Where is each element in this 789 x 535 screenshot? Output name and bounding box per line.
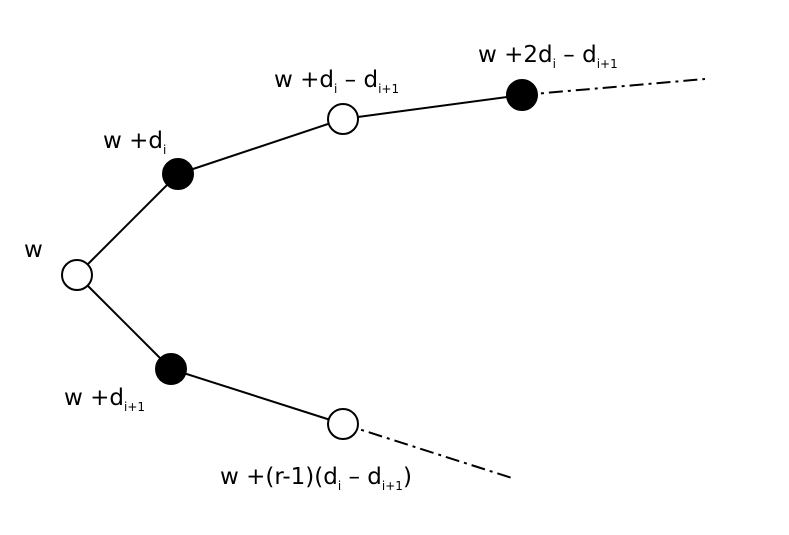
edge-bottom2-continuation <box>342 423 516 480</box>
edge-top2-top3 <box>342 94 523 120</box>
node-bottom2 <box>327 408 359 440</box>
edge-bottom1-bottom2 <box>170 368 344 425</box>
edge-top1-top2 <box>177 118 344 175</box>
label-root: w <box>24 237 43 263</box>
label-top1: w +di <box>103 128 166 157</box>
label-bottom1: w +di+1 <box>64 385 145 414</box>
edge-root-top1 <box>76 173 179 276</box>
edge-root-bottom1 <box>76 274 172 370</box>
node-top3 <box>506 79 538 111</box>
label-top3: w +2di – di+1 <box>478 42 618 71</box>
node-top2 <box>327 103 359 135</box>
edge-top3-continuation <box>521 78 706 96</box>
node-root <box>61 259 93 291</box>
node-top1 <box>162 158 194 190</box>
node-bottom1 <box>155 353 187 385</box>
label-top2: w +di – di+1 <box>274 67 399 96</box>
label-bottom2: w +(r-1)(di – di+1) <box>220 464 412 493</box>
